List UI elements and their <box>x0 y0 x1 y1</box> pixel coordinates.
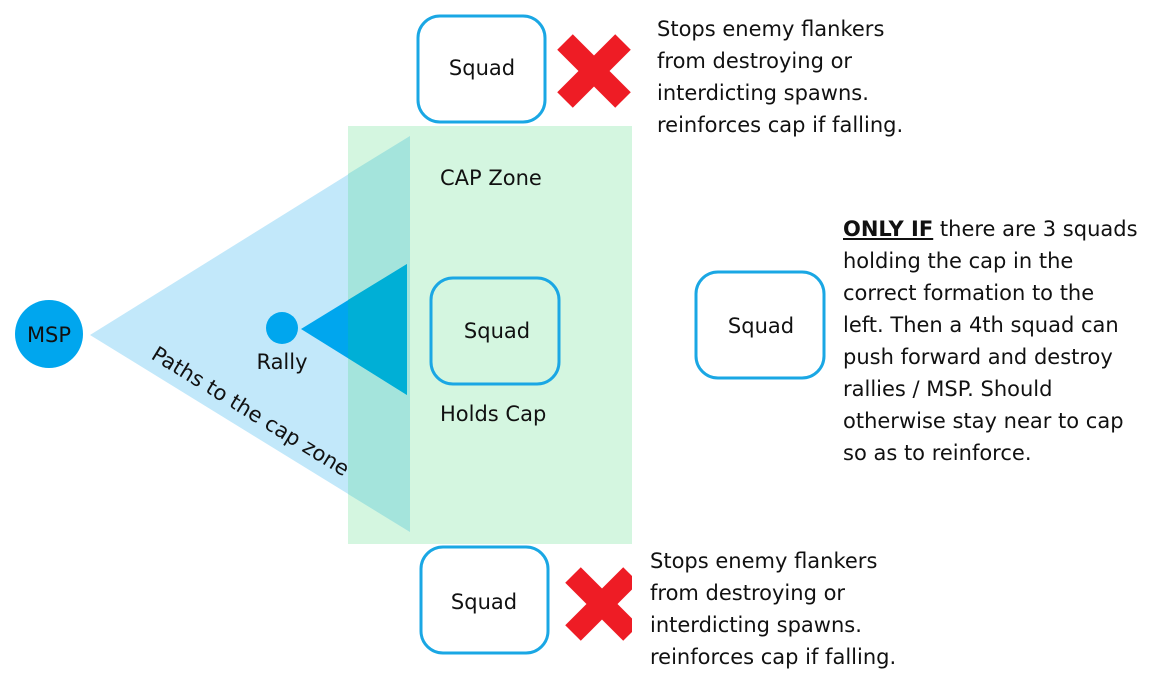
note-line: ONLY IF there are 3 squads <box>843 213 1138 245</box>
note-bottom: Stops enemy flankers from destroying or … <box>650 545 896 673</box>
note-line: from destroying or <box>657 49 853 73</box>
note-line: Stops enemy flankers <box>650 549 878 573</box>
squad-right: Squad <box>694 270 826 380</box>
note-line: from destroying or <box>650 581 846 605</box>
note-line: holding the cap in the <box>843 249 1074 273</box>
msp-label: MSP <box>27 323 71 347</box>
note-line: otherwise stay near to cap <box>843 409 1124 433</box>
note-line: reinforces cap if falling. <box>650 645 897 669</box>
squad-center: Squad <box>429 276 561 386</box>
note-line: interdicting spawns. <box>650 613 862 637</box>
cross-icon <box>565 567 632 641</box>
msp-node <box>15 300 83 368</box>
note-line: reinforces cap if falling. <box>657 113 904 137</box>
note-line: Stops enemy flankers <box>657 17 885 41</box>
note-line: so as to reinforce. <box>843 441 1032 465</box>
squad-bottom: Squad <box>419 545 550 655</box>
rally-arrow-overlap <box>348 264 407 395</box>
cap-zone-label: CAP Zone <box>440 166 542 190</box>
note-line: correct formation to the <box>843 281 1095 305</box>
holds-cap-label: Holds Cap <box>440 402 546 426</box>
note-top: Stops enemy flankers from destroying or … <box>657 13 903 141</box>
note-line: interdicting spawns. <box>657 81 869 105</box>
squad-center-label: Squad <box>464 319 530 343</box>
only-if-emphasis: ONLY IF <box>843 217 934 241</box>
note-right: ONLY IF there are 3 squads holding the c… <box>843 213 1138 469</box>
squad-top: Squad <box>416 14 547 124</box>
note-text: there are 3 squads <box>933 217 1138 241</box>
note-line: push forward and destroy <box>843 345 1113 369</box>
rally-node <box>266 312 298 344</box>
note-line: left. Then a 4th squad can <box>843 313 1119 337</box>
squad-right-label: Squad <box>728 314 794 338</box>
rally-label: Rally <box>256 350 307 374</box>
cross-icon <box>557 34 631 108</box>
path-cone <box>90 136 410 532</box>
note-line: rallies / MSP. Should <box>843 377 1053 401</box>
squad-top-label: Squad <box>449 56 515 80</box>
squad-bottom-label: Squad <box>451 590 517 614</box>
